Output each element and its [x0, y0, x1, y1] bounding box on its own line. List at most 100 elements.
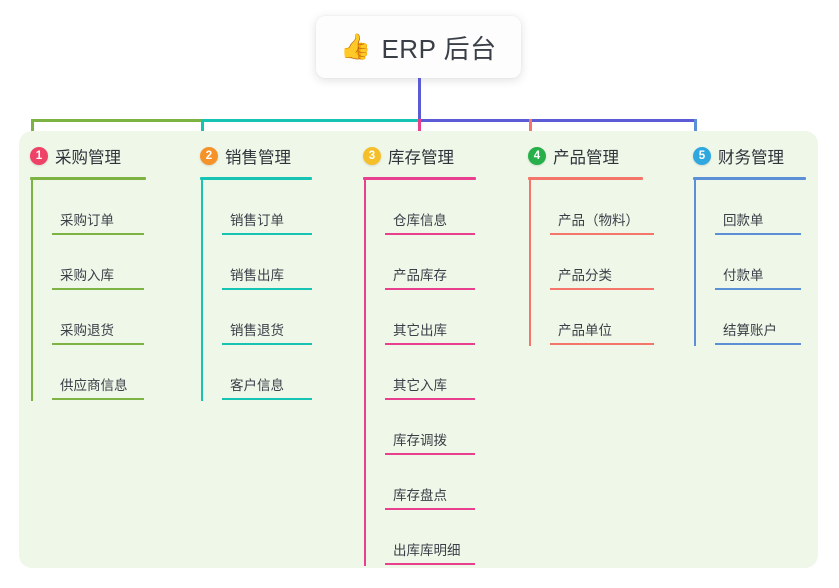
column-header-rule: [30, 177, 146, 180]
leaf-item-label: 产品分类: [558, 268, 612, 283]
column-header-5[interactable]: 5 财务管理: [693, 144, 784, 168]
leaf-item[interactable]: 出库库明细: [385, 535, 475, 565]
leaf-item-label: 产品单位: [558, 323, 612, 338]
column-spine: [529, 180, 531, 346]
leaf-item-rule: [52, 343, 144, 345]
leaf-item-label: 采购订单: [60, 213, 114, 228]
column-spine: [201, 180, 203, 401]
column-index-badge: 5: [693, 147, 711, 165]
leaf-item-rule: [222, 343, 312, 345]
leaf-item-rule: [715, 288, 801, 290]
column-header-4[interactable]: 4 产品管理: [528, 144, 619, 168]
leaf-item-label: 产品（物料）: [558, 213, 639, 228]
bus-segment-1: [32, 119, 203, 122]
column-header-2[interactable]: 2 销售管理: [200, 144, 291, 168]
branch-column-4: 4 产品管理产品（物料） 产品分类产品单位: [528, 131, 683, 568]
leaf-item-rule: [52, 233, 144, 235]
leaf-item-rule: [550, 343, 654, 345]
leaf-item-label: 其它入库: [393, 378, 447, 393]
leaf-item-label: 销售订单: [230, 213, 284, 228]
leaf-item-label: 出库库明细: [393, 543, 461, 558]
root-node[interactable]: 👍 ERP 后台: [316, 16, 521, 78]
leaf-item-label: 回款单: [723, 213, 764, 228]
column-header-rule: [528, 177, 643, 180]
leaf-item-rule: [715, 343, 801, 345]
column-header-1[interactable]: 1 采购管理: [30, 144, 121, 168]
branch-column-5: 5 财务管理回款单付款单结算账户: [693, 131, 839, 568]
leaf-item-rule: [52, 398, 144, 400]
branch-column-1: 1 采购管理采购订单采购入库采购退货供应商信息: [30, 131, 186, 568]
leaf-item[interactable]: 其它入库: [385, 370, 475, 400]
column-index-badge: 4: [528, 147, 546, 165]
bus-segment-2: [202, 119, 419, 122]
leaf-item[interactable]: 供应商信息: [52, 370, 144, 400]
column-title: 财务管理: [718, 149, 784, 167]
column-title: 产品管理: [553, 149, 619, 167]
column-spine: [364, 180, 366, 566]
leaf-item[interactable]: 回款单: [715, 205, 801, 235]
leaf-item-label: 客户信息: [230, 378, 284, 393]
branch-column-3: 3 库存管理仓库信息产品库存其它出库其它入库库存调拨库存盘点出库库明细: [363, 131, 516, 568]
leaf-item[interactable]: 付款单: [715, 260, 801, 290]
leaf-item[interactable]: 产品库存: [385, 260, 475, 290]
leaf-item[interactable]: 产品单位: [550, 315, 654, 345]
column-index-badge: 3: [363, 147, 381, 165]
column-index-badge: 2: [200, 147, 218, 165]
column-spine: [694, 180, 696, 346]
leaf-item-rule: [52, 288, 144, 290]
column-header-rule: [200, 177, 312, 180]
leaf-item[interactable]: 销售出库: [222, 260, 312, 290]
leaf-item-rule: [385, 343, 475, 345]
column-index-badge: 1: [30, 147, 48, 165]
leaf-item[interactable]: 仓库信息: [385, 205, 475, 235]
leaf-item-rule: [222, 398, 312, 400]
leaf-item-label: 销售出库: [230, 268, 284, 283]
leaf-item[interactable]: 结算账户: [715, 315, 801, 345]
leaf-item[interactable]: 销售退货: [222, 315, 312, 345]
leaf-item[interactable]: 采购退货: [52, 315, 144, 345]
leaf-item[interactable]: 库存盘点: [385, 480, 475, 510]
leaf-item[interactable]: 销售订单: [222, 205, 312, 235]
leaf-item-label: 其它出库: [393, 323, 447, 338]
branch-panel: [19, 131, 818, 568]
leaf-item-rule: [222, 233, 312, 235]
leaf-item-label: 仓库信息: [393, 213, 447, 228]
leaf-item-label: 产品库存: [393, 268, 447, 283]
leaf-item[interactable]: 采购入库: [52, 260, 144, 290]
leaf-item[interactable]: 库存调拨: [385, 425, 475, 455]
column-title: 库存管理: [388, 149, 454, 167]
column-title: 采购管理: [55, 149, 121, 167]
column-title: 销售管理: [225, 149, 291, 167]
leaf-item-label: 结算账户: [723, 323, 777, 338]
column-header-rule: [363, 177, 476, 180]
leaf-item-rule: [385, 233, 475, 235]
leaf-item[interactable]: 其它出库: [385, 315, 475, 345]
leaf-item[interactable]: 产品（物料）: [550, 205, 654, 235]
leaf-item-label: 供应商信息: [60, 378, 128, 393]
leaf-item-label: 采购退货: [60, 323, 114, 338]
leaf-item-rule: [715, 233, 801, 235]
leaf-item-rule: [550, 288, 654, 290]
root-stem: [417, 78, 421, 122]
leaf-item[interactable]: 客户信息: [222, 370, 312, 400]
leaf-item[interactable]: 产品分类: [550, 260, 654, 290]
bus-segment-3: [419, 119, 697, 122]
column-header-rule: [693, 177, 806, 180]
leaf-item[interactable]: 采购订单: [52, 205, 144, 235]
leaf-item-label: 库存盘点: [393, 488, 447, 503]
root-title: ERP 后台: [381, 33, 497, 64]
leaf-item-rule: [385, 563, 475, 565]
column-header-3[interactable]: 3 库存管理: [363, 144, 454, 168]
leaf-item-rule: [385, 288, 475, 290]
column-spine: [31, 180, 33, 401]
leaf-item-label: 采购入库: [60, 268, 114, 283]
leaf-item-label: 库存调拨: [393, 433, 447, 448]
leaf-item-rule: [385, 508, 475, 510]
leaf-item-label: 销售退货: [230, 323, 284, 338]
leaf-item-rule: [222, 288, 312, 290]
leaf-item-rule: [385, 398, 475, 400]
branch-column-2: 2 销售管理销售订单销售出库销售退货客户信息: [200, 131, 352, 568]
thumbs-up-icon: 👍: [340, 32, 372, 61]
leaf-item-rule: [385, 453, 475, 455]
